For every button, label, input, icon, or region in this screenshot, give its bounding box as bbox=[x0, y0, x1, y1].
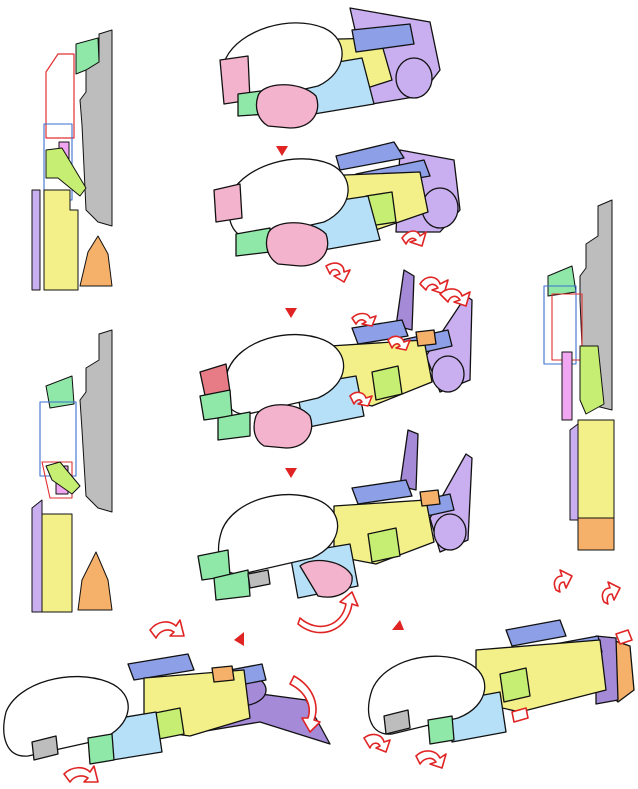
yellow-leg-block bbox=[43, 189, 79, 291]
blue-upper-wing-a bbox=[335, 141, 405, 171]
curved-arrow-icon bbox=[419, 276, 449, 295]
blue-outline-part bbox=[543, 285, 577, 365]
side-profile-right bbox=[543, 199, 615, 551]
orange-joint bbox=[415, 329, 437, 347]
jet-mode-left bbox=[3, 653, 331, 765]
lavender-strip bbox=[31, 499, 43, 613]
mint-front-bumper bbox=[427, 715, 455, 745]
gray-grille bbox=[247, 569, 271, 589]
side-profile-left-bottom bbox=[31, 329, 113, 613]
mint-front-bumper bbox=[87, 733, 115, 765]
step-markers bbox=[234, 146, 404, 646]
red-triangle-icon bbox=[392, 620, 404, 630]
lime-joint bbox=[367, 527, 401, 563]
blue-upper-wing-a bbox=[127, 653, 195, 681]
curved-arrow-icon bbox=[149, 619, 185, 639]
curved-arrow-icon bbox=[553, 569, 573, 593]
pink-front-fender bbox=[213, 183, 243, 223]
red-triangle-icon bbox=[276, 146, 288, 156]
curved-arrow-icon bbox=[351, 312, 377, 327]
red-triangle-icon bbox=[285, 468, 297, 478]
orange-foot bbox=[79, 235, 113, 287]
green-arm-part bbox=[75, 37, 100, 75]
curved-arrow-icon bbox=[349, 391, 373, 407]
orange-foot bbox=[77, 551, 113, 611]
red-outline-part bbox=[551, 293, 583, 361]
lime-joint bbox=[499, 667, 531, 703]
pink-lower-fender bbox=[299, 559, 353, 598]
red-triangle-icon bbox=[285, 308, 297, 318]
pink-connector bbox=[561, 351, 573, 421]
curved-arrow-icon bbox=[363, 733, 391, 753]
red-triangle-icon bbox=[234, 632, 244, 646]
yellow-leg-block bbox=[41, 513, 73, 613]
lime-joint bbox=[371, 365, 403, 401]
curved-arrow-icon bbox=[415, 750, 447, 769]
blue-top-panel bbox=[351, 23, 415, 53]
yellow-leg-block bbox=[577, 419, 615, 521]
gray-grille bbox=[383, 709, 411, 735]
orange-joint bbox=[419, 489, 441, 507]
rear-wheel bbox=[395, 57, 433, 99]
orange-foot bbox=[577, 517, 615, 551]
lime-hinge-arm bbox=[579, 345, 605, 415]
lime-hinge-arm bbox=[45, 147, 87, 197]
red-outline-part bbox=[41, 461, 73, 499]
rear-wheel bbox=[433, 513, 467, 551]
blue-upper-wing-a bbox=[351, 479, 413, 505]
curved-arrow-icon bbox=[601, 581, 621, 605]
curved-arrow-icon bbox=[289, 675, 321, 733]
blue-outline-part bbox=[39, 401, 77, 477]
lavender-strip bbox=[569, 423, 579, 521]
purple-vertical-fin bbox=[399, 429, 419, 491]
purple-vertical-fin bbox=[395, 269, 415, 331]
side-profile-left-top bbox=[31, 29, 113, 291]
pink-lower-fender bbox=[265, 222, 329, 267]
pink-lower-fender bbox=[255, 84, 319, 129]
rear-wheel bbox=[431, 355, 465, 393]
blue-outline-part bbox=[43, 123, 73, 201]
green-arm-part bbox=[547, 265, 577, 297]
vehicle-mode-step-3 bbox=[199, 269, 473, 449]
motion-arrows bbox=[63, 230, 633, 783]
gray-body-panel bbox=[79, 329, 113, 513]
curved-arrow-icon bbox=[387, 335, 411, 351]
blue-upper-wing-a bbox=[505, 619, 567, 647]
pink-lower-fender bbox=[253, 404, 313, 449]
lime-hinge-arm bbox=[45, 461, 81, 495]
vehicle-mode-step-4 bbox=[197, 429, 473, 601]
curved-arrow-icon bbox=[325, 262, 351, 283]
red-outline-part bbox=[45, 53, 75, 139]
curved-arrow-icon bbox=[615, 629, 633, 645]
green-arm-part bbox=[45, 375, 75, 409]
orange-joint bbox=[211, 665, 235, 683]
curved-arrow-icon bbox=[297, 591, 359, 634]
gray-grille bbox=[31, 735, 59, 761]
curved-arrow-icon bbox=[511, 707, 529, 723]
curved-arrow-icon bbox=[401, 230, 427, 247]
jet-mode-right bbox=[368, 619, 635, 745]
green-arm-part bbox=[199, 389, 233, 421]
mint-front-bumper bbox=[217, 411, 251, 441]
white-cockpit-canopy bbox=[228, 158, 349, 239]
vehicle-mode-step-2 bbox=[213, 141, 461, 267]
curved-arrow-icon bbox=[439, 288, 471, 307]
vehicle-mode-step-1 bbox=[219, 7, 441, 129]
lavender-strip bbox=[31, 189, 41, 291]
curved-arrow-icon bbox=[63, 765, 99, 783]
mint-front-bumper bbox=[213, 569, 251, 601]
